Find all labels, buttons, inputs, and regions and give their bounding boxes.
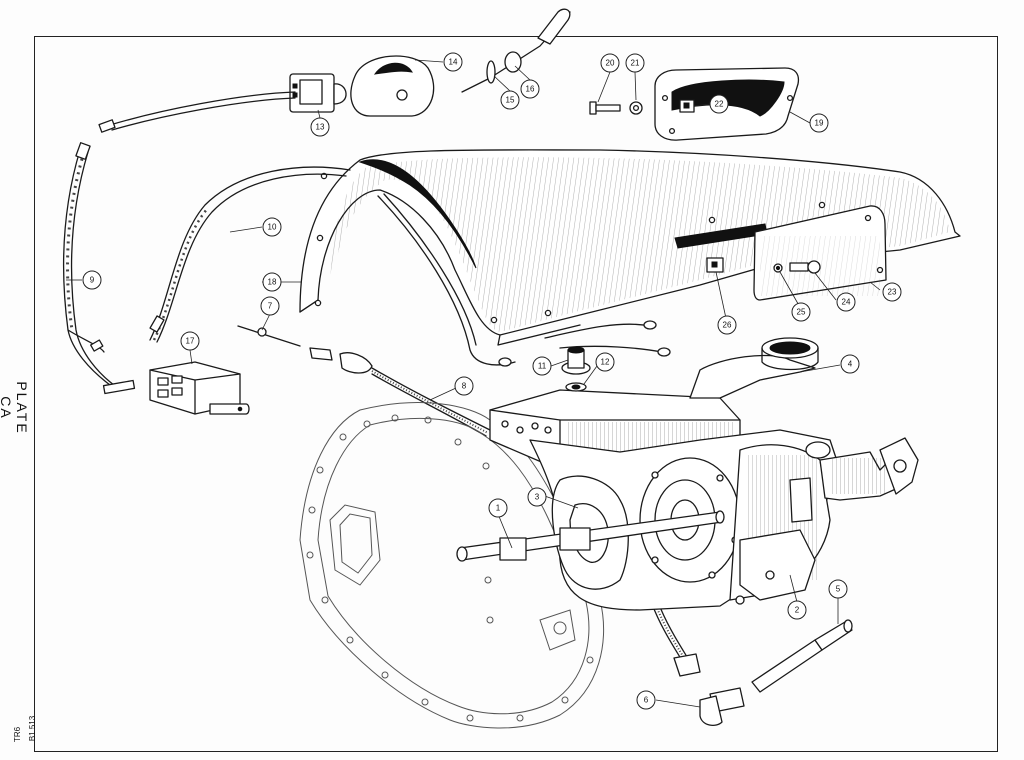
svg-text:16: 16 — [526, 85, 535, 94]
callout-12: 12 — [595, 352, 615, 372]
svg-text:26: 26 — [723, 321, 732, 330]
callout-15: 15 — [500, 90, 520, 110]
svg-text:1: 1 — [496, 504, 501, 513]
callout-19: 19 — [809, 113, 829, 133]
svg-text:24: 24 — [842, 298, 851, 307]
svg-text:4: 4 — [848, 360, 853, 369]
callout-14: 14 — [443, 52, 463, 72]
svg-text:8: 8 — [462, 382, 467, 391]
wiring-harness — [62, 91, 671, 395]
svg-text:15: 15 — [506, 96, 515, 105]
svg-text:3: 3 — [535, 493, 540, 502]
callout-18: 18 — [262, 272, 282, 292]
svg-text:18: 18 — [268, 278, 277, 287]
svg-text:5: 5 — [836, 585, 841, 594]
leader-lines — [66, 59, 881, 708]
svg-text:14: 14 — [449, 58, 458, 67]
callout-4: 4 — [840, 354, 860, 374]
cover-side-panel — [753, 205, 887, 301]
diagram-frame — [34, 36, 998, 752]
svg-text:7: 7 — [268, 302, 273, 311]
callout-24: 24 — [836, 292, 856, 312]
svg-text:12: 12 — [601, 358, 610, 367]
svg-text:25: 25 — [797, 308, 806, 317]
svg-text:17: 17 — [186, 337, 195, 346]
svg-text:10: 10 — [268, 223, 277, 232]
screw-and-washer — [589, 101, 643, 115]
callout-22: 22 — [709, 94, 729, 114]
overdrive-solenoid — [699, 619, 853, 727]
callout-13: 13 — [310, 117, 330, 137]
overdrive-relay — [149, 361, 250, 415]
callout-8: 8 — [454, 376, 474, 396]
callout-16: 16 — [520, 79, 540, 99]
callout-20: 20 — [600, 53, 620, 73]
callout-3: 3 — [527, 487, 547, 507]
mainshaft-and-gasket — [456, 475, 725, 590]
svg-text:21: 21 — [631, 59, 640, 68]
callout-10: 10 — [262, 217, 282, 237]
bell-housing — [299, 402, 605, 729]
svg-text:23: 23 — [888, 288, 897, 297]
svg-text:19: 19 — [815, 119, 824, 128]
svg-text:22: 22 — [715, 100, 724, 109]
gearbox-tunnel-cover — [299, 149, 961, 346]
callout-23: 23 — [882, 282, 902, 302]
callout-26: 26 — [717, 315, 737, 335]
svg-text:13: 13 — [316, 123, 325, 132]
breather-fittings — [561, 346, 591, 392]
svg-text:20: 20 — [606, 59, 615, 68]
svg-text:11: 11 — [538, 362, 547, 371]
callout-11: 11 — [532, 356, 552, 376]
callout-9: 9 — [82, 270, 102, 290]
cables — [237, 325, 701, 677]
callout-21: 21 — [625, 53, 645, 73]
svg-text:6: 6 — [644, 696, 649, 705]
callout-6: 6 — [636, 690, 656, 710]
gearbox-case — [489, 337, 919, 611]
callout-17: 17 — [180, 331, 200, 351]
switch-assembly — [289, 8, 571, 117]
callout-2: 2 — [787, 600, 807, 620]
svg-text:9: 9 — [90, 276, 95, 285]
svg-text:2: 2 — [795, 606, 800, 615]
callout-7: 7 — [260, 296, 280, 316]
callout-5: 5 — [828, 579, 848, 599]
callout-1: 1 — [488, 498, 508, 518]
callout-25: 25 — [791, 302, 811, 322]
